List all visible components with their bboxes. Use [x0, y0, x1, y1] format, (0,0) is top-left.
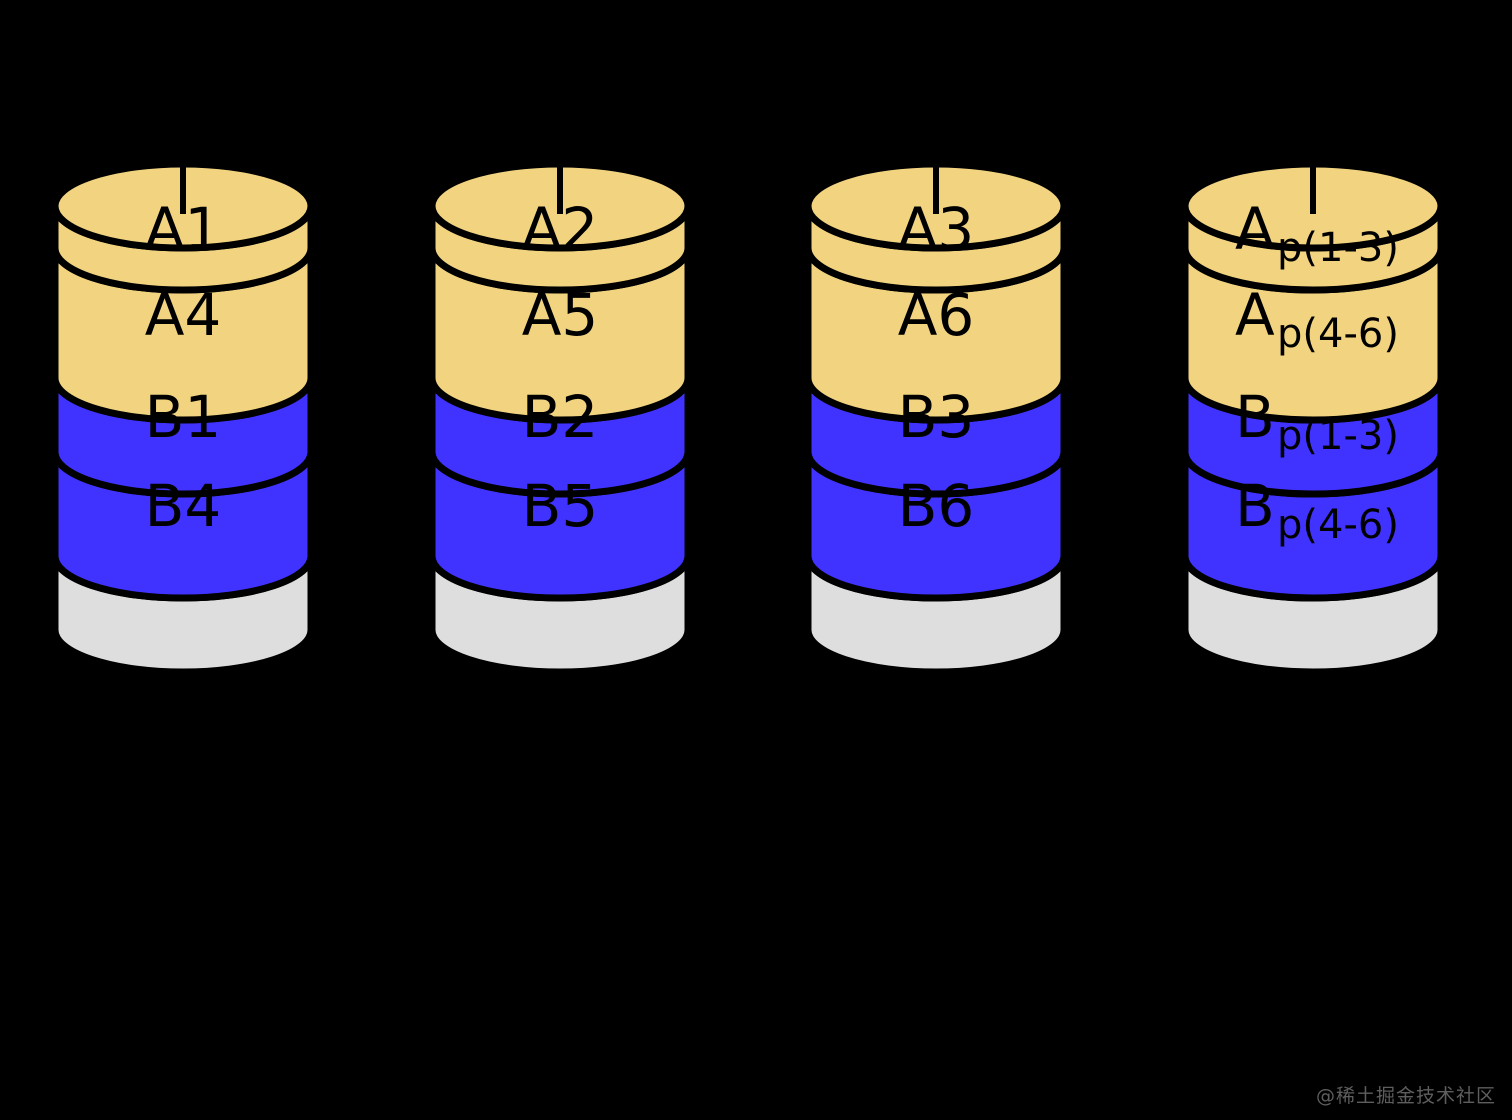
- cylinder-1-band-4-label: B4: [145, 472, 222, 540]
- cylinder-1-band-3-label: B1: [145, 383, 222, 451]
- cylinder-2: [428, 160, 692, 676]
- cylinder-3-band-4-label: B6: [898, 472, 975, 540]
- cylinder-4: [1181, 160, 1445, 676]
- cylinder-3: [804, 160, 1068, 676]
- cylinder-4-band-1-subscript: p(1-3): [1277, 225, 1399, 271]
- cylinder-4-band-2-subscript: p(4-6): [1277, 311, 1399, 357]
- cylinder-4-band-1-label: A: [1235, 195, 1275, 263]
- cylinder-4-band-4-label: B: [1235, 472, 1275, 540]
- cylinder-2-band-4-label: B5: [522, 472, 599, 540]
- cylinder-3-band-3-label: B3: [898, 383, 975, 451]
- cylinder-4-band-3-label: B: [1235, 383, 1275, 451]
- cylinders-group: [51, 160, 1445, 676]
- cylinder-4-band-4-subscript: p(4-6): [1277, 502, 1399, 548]
- cylinder-3-band-1-label: A3: [898, 195, 975, 263]
- cylinder-1-band-1-label: A1: [145, 195, 222, 263]
- cylinder-2-band-1-label: A2: [522, 195, 599, 263]
- cylinder-2-band-2-label: A5: [522, 281, 599, 349]
- cylinder-1-band-2-label: A4: [145, 281, 222, 349]
- cylinder-4-band-2-label: A: [1235, 281, 1275, 349]
- cylinder-1: [51, 160, 315, 676]
- watermark-text: @稀土掘金技术社区: [1315, 1085, 1496, 1107]
- cylinder-2-band-3-label: B2: [522, 383, 599, 451]
- cylinder-4-band-3-subscript: p(1-3): [1277, 413, 1399, 459]
- cylinder-3-band-2-label: A6: [898, 281, 975, 349]
